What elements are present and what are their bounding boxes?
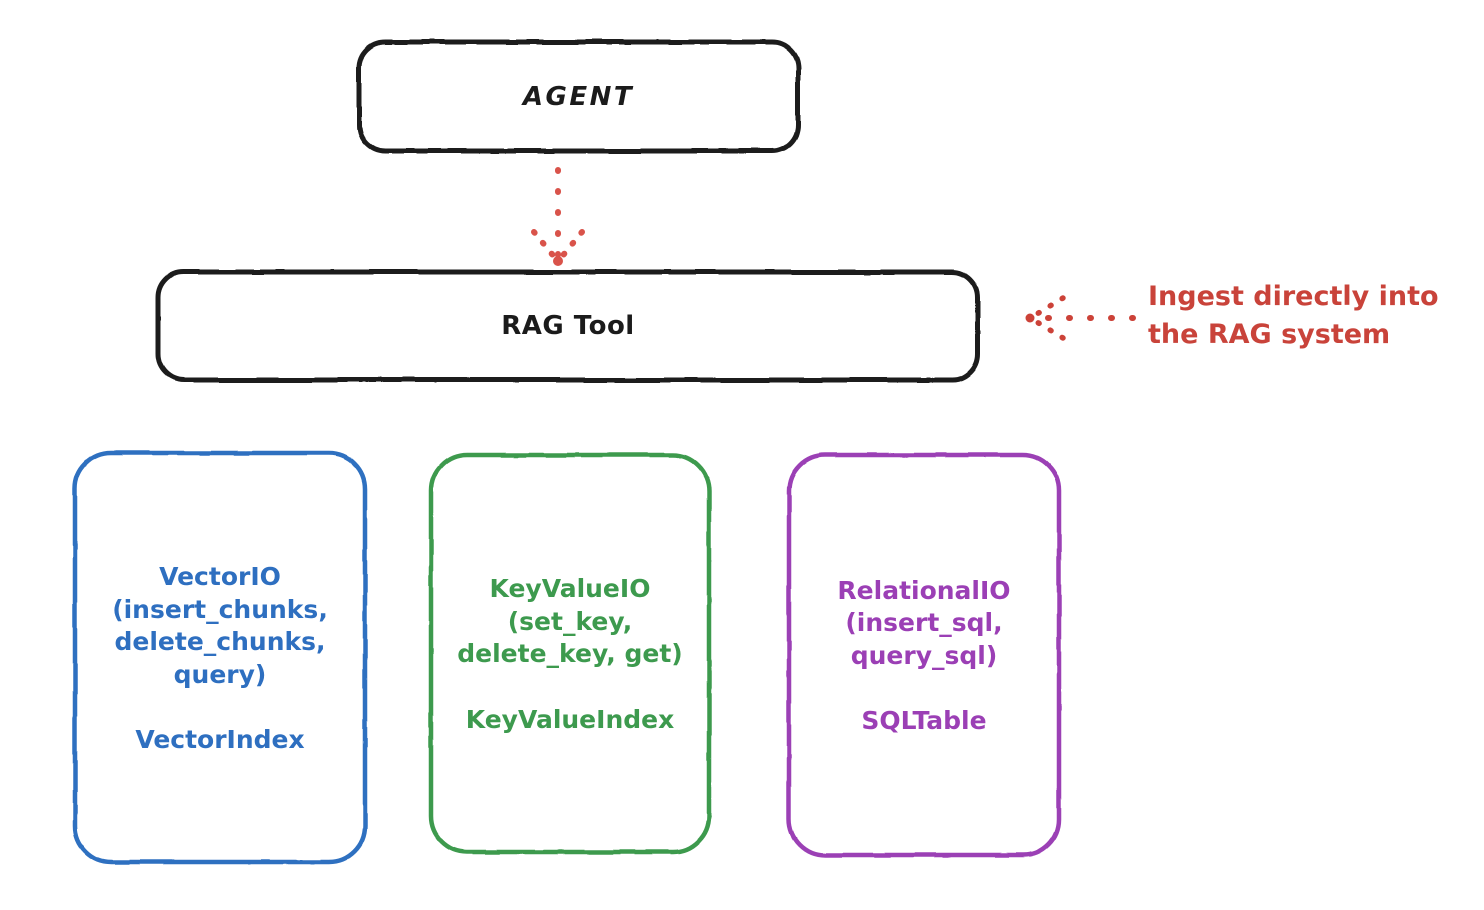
key-value-index-label: KeyValueIndex xyxy=(465,704,675,734)
key-value-io-label: KeyValueIO (set_key, delete_key, get) xyxy=(457,574,683,669)
vector-index-label: VectorIndex xyxy=(135,725,305,754)
relational-io-node[interactable]: RelationalIO (insert_sql, query_sql) SQL… xyxy=(786,452,1062,858)
rag-tool-box-outline xyxy=(155,269,981,383)
ingest-note-arrow xyxy=(1025,295,1136,341)
agent-to-rag-tool-arrow xyxy=(531,167,585,266)
vector-io-label: VectorIO (insert_chunks, delete_chunks, … xyxy=(112,562,328,689)
relational-io-box-outline xyxy=(786,452,1062,858)
sql-table-label: SQLTable xyxy=(861,706,987,736)
agent-label: AGENT xyxy=(522,81,635,112)
vector-io-box-outline xyxy=(72,450,368,865)
rag-tool-label: RAG Tool xyxy=(501,311,635,341)
rag-tool-node[interactable]: RAG Tool xyxy=(156,270,980,382)
key-value-io-node[interactable]: KeyValueIO (set_key, delete_key, get) Ke… xyxy=(428,452,712,855)
vector-io-node[interactable]: VectorIO (insert_chunks, delete_chunks, … xyxy=(72,450,368,865)
agent-box-outline xyxy=(356,39,801,154)
agent-node[interactable]: AGENT xyxy=(357,40,800,153)
ingest-note-text: Ingest directly into the RAG system xyxy=(1148,281,1439,351)
key-value-io-box-outline xyxy=(428,452,712,855)
relational-io-label: RelationalIO (insert_sql, query_sql) xyxy=(837,575,1011,670)
